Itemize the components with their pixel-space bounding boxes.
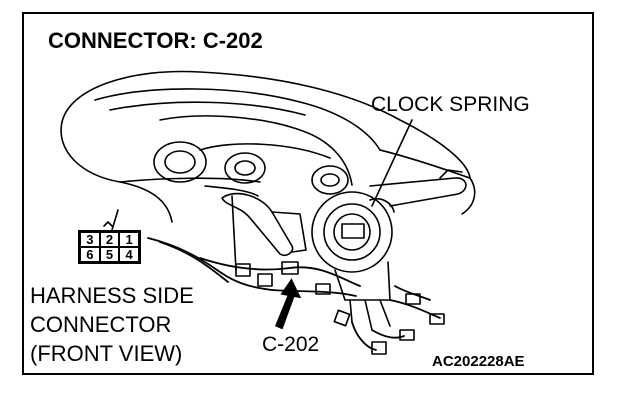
pin-4: 4 [119, 247, 139, 262]
connector-leader [111, 209, 119, 231]
vent-icons [153, 141, 349, 195]
clock-spring-leader [371, 119, 413, 207]
pointer-arrow-icon [274, 278, 302, 330]
dashboard-outline-icon [60, 70, 476, 223]
small-connector-icons [235, 261, 445, 355]
harness-label-line-3: (FRONT VIEW) [30, 341, 183, 366]
steering-column-icon [204, 169, 467, 271]
wire-harness-icon [147, 237, 441, 351]
pin-3: 3 [80, 232, 100, 247]
figure-code: AC202228AE [432, 353, 525, 370]
harness-connector-pinout: 3 2 1 6 5 4 [78, 230, 141, 264]
pin-1: 1 [119, 232, 139, 247]
pin-2: 2 [99, 232, 120, 247]
clock-spring-icon [311, 191, 395, 331]
diagram-title: CONNECTOR: C-202 [48, 28, 263, 53]
pin-5: 5 [99, 247, 120, 262]
connector-label: C-202 [262, 333, 320, 356]
harness-label-line-1: HARNESS SIDE [30, 283, 194, 308]
connector-key-icon [103, 221, 113, 227]
clock-spring-label: CLOCK SPRING [371, 93, 530, 116]
harness-label-line-2: CONNECTOR [30, 312, 172, 337]
pin-6: 6 [80, 247, 100, 262]
diagram-frame [22, 12, 594, 375]
